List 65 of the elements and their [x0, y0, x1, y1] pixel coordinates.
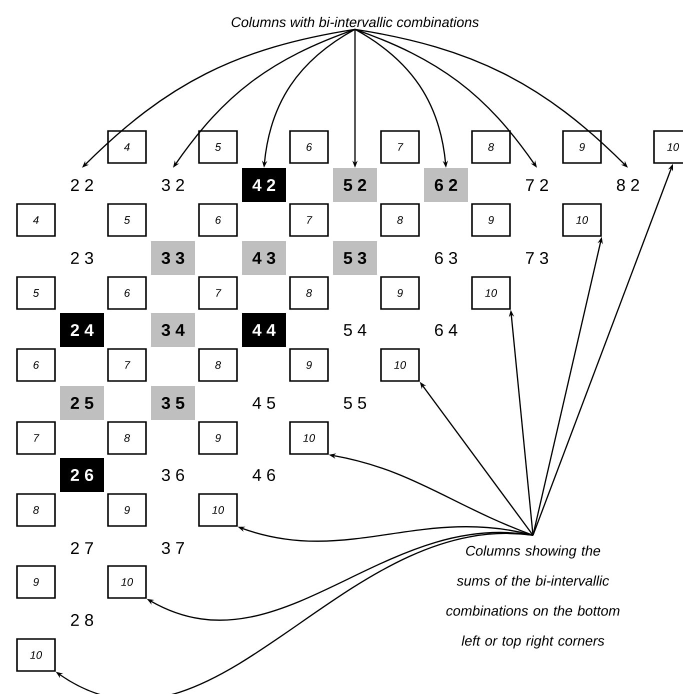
- number-box: 10: [107, 565, 147, 599]
- number-pair: 2 2: [71, 179, 93, 191]
- number-box: 7: [289, 203, 329, 237]
- number-pair: 3 6: [162, 468, 184, 482]
- highlighted-pair: 4 2: [242, 168, 286, 202]
- number-box: 8: [198, 348, 238, 382]
- number-box: 9: [289, 348, 329, 382]
- number-box: 9: [380, 276, 420, 310]
- number-box: 10: [653, 130, 683, 164]
- number-pair: 3 2: [162, 179, 184, 192]
- number-box: 10: [471, 276, 511, 310]
- number-pair: 4 5: [252, 397, 276, 409]
- number-box: 10: [16, 638, 56, 672]
- number-pair: 8 2: [616, 179, 639, 192]
- number-box: 5: [16, 276, 56, 310]
- number-box: 4: [16, 203, 56, 237]
- number-box: 7: [107, 348, 147, 382]
- annotation-text: Columns with bi-intervallic combinations: [232, 16, 479, 28]
- number-box: 6: [289, 130, 329, 164]
- number-box: 10: [289, 421, 329, 455]
- number-box: 8: [289, 276, 329, 310]
- highlighted-pair: 3 5: [151, 386, 195, 420]
- number-box: 7: [380, 130, 420, 164]
- number-pair: 6 4: [435, 324, 458, 336]
- number-pair: 2 3: [71, 252, 94, 264]
- number-box: 9: [198, 421, 238, 455]
- highlighted-pair: 4 4: [242, 313, 286, 347]
- highlighted-pair: 3 4: [151, 313, 195, 347]
- number-pair: 7 3: [526, 252, 548, 264]
- number-box: 8: [471, 130, 511, 164]
- number-box: 6: [198, 203, 238, 237]
- number-box: 7: [198, 276, 238, 310]
- number-box: 10: [380, 348, 420, 382]
- number-pair: 2 7: [71, 542, 93, 554]
- number-box: 6: [107, 276, 147, 310]
- number-box: 9: [107, 493, 147, 527]
- number-box: 9: [16, 565, 56, 599]
- highlighted-pair: 4 3: [242, 241, 286, 275]
- number-box: 4: [107, 130, 147, 164]
- number-box: 8: [16, 493, 56, 527]
- highlighted-pair: 3 3: [151, 241, 195, 275]
- number-pair: 5 4: [344, 324, 366, 336]
- number-box: 8: [107, 421, 147, 455]
- number-box: 5: [198, 130, 238, 164]
- highlighted-pair: 5 2: [333, 168, 377, 202]
- highlighted-pair: 6 2: [424, 168, 468, 202]
- number-pair: 2 8: [71, 614, 94, 626]
- highlighted-pair: 2 4: [60, 313, 104, 347]
- highlighted-pair: 2 5: [60, 386, 104, 420]
- annotation-text: Columns showing the sums of the bi-intervallic combinations on the bottom left or top right corners: [446, 545, 620, 649]
- number-box: 9: [471, 203, 511, 237]
- number-pair: 6 3: [435, 252, 458, 264]
- highlighted-pair: 2 6: [60, 458, 104, 492]
- number-pair: 5 5: [344, 397, 366, 409]
- number-box: 8: [380, 203, 420, 237]
- highlighted-pair: 5 3: [333, 241, 377, 275]
- number-box: 9: [562, 130, 602, 164]
- number-pair: 3 7: [162, 542, 184, 554]
- number-box: 6: [16, 348, 56, 382]
- number-pair: 4 6: [252, 468, 276, 482]
- number-box: 10: [198, 493, 238, 527]
- number-box: 5: [107, 203, 147, 237]
- number-pair: 7 2: [526, 179, 548, 191]
- number-box: 7: [16, 421, 56, 455]
- number-box: 10: [562, 203, 602, 237]
